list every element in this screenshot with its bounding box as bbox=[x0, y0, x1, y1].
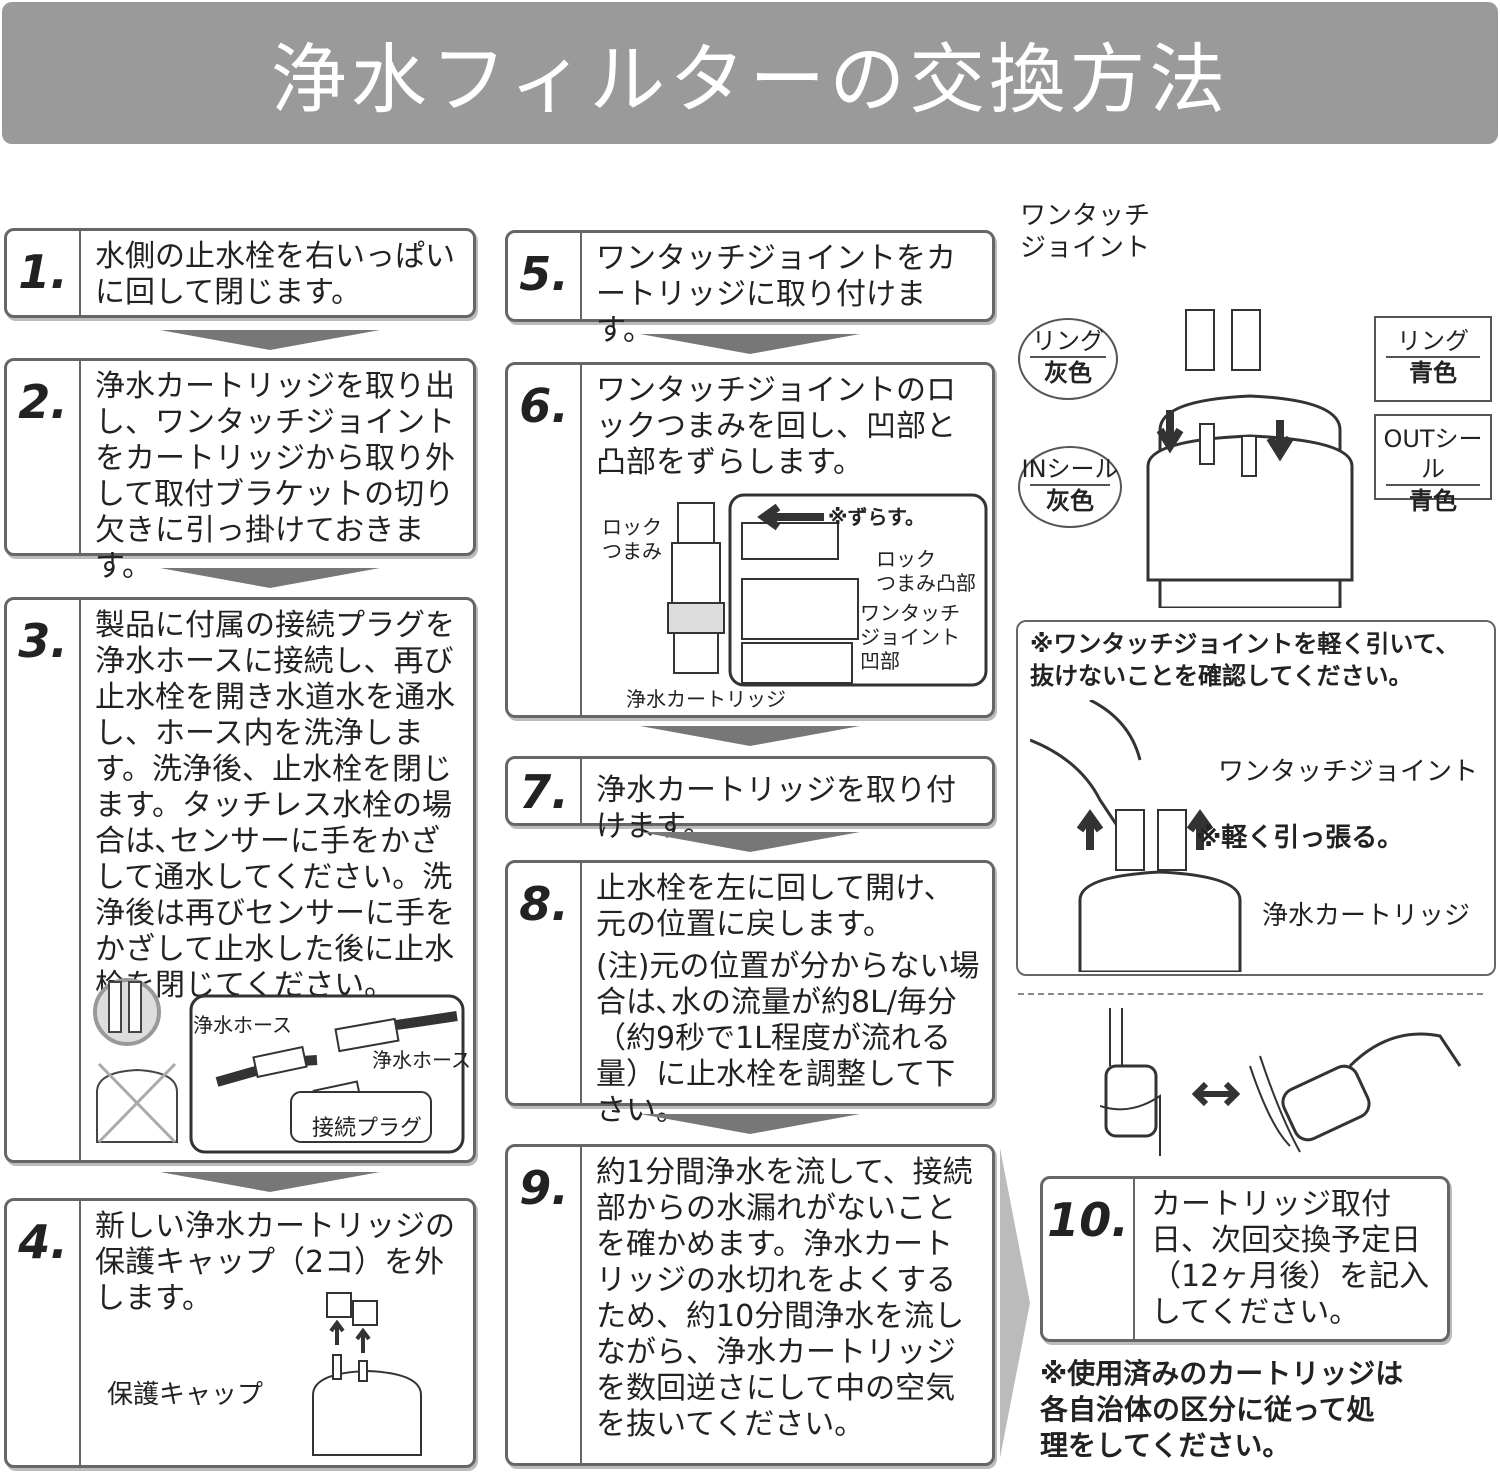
step-text: 製品に付属の接続プラグを浄水ホースに接続し、再び止水栓を開き水道水を通水し、ホー… bbox=[95, 608, 455, 1003]
cap-label: 保護キャップ bbox=[107, 1380, 264, 1410]
step-number: 4. bbox=[7, 1201, 81, 1465]
down-arrow-icon bbox=[160, 568, 380, 588]
joint-label: ワンタッチ ジョイント bbox=[1020, 201, 1151, 263]
out-seal-color: 青色 bbox=[1386, 484, 1480, 516]
in-seal-color: 灰色 bbox=[1030, 484, 1110, 516]
right-arrow-icon bbox=[1000, 1148, 1030, 1458]
divider bbox=[1018, 993, 1483, 995]
plug-label: 接続プラグ bbox=[312, 1116, 423, 1141]
lock-knob-illustration bbox=[667, 493, 988, 687]
joint-check-panel: ※ワンタッチジョイントを軽く引いて、 抜けないことを確認してください。 ワンタッ… bbox=[1016, 620, 1496, 976]
ring-blue-tag: リング 青色 bbox=[1374, 316, 1492, 402]
step-4: 4. 新しい浄水カートリッジの保護キャップ（2コ）を外します。 保護キャップ bbox=[4, 1198, 476, 1468]
down-arrow-icon bbox=[160, 330, 380, 350]
in-seal-title: INシール bbox=[1021, 455, 1119, 483]
step-number: 3. bbox=[7, 600, 81, 1160]
ring-blue-color: 青色 bbox=[1386, 356, 1480, 388]
pull-label: ※軽く引っ張る。 bbox=[1196, 823, 1404, 853]
step-number: 7. bbox=[508, 759, 582, 823]
step-8: 8. 止水栓を左に回して開け、元の位置に戻します。 (注)元の位置が分からない場… bbox=[505, 860, 995, 1128]
hose-label-left: 浄水ホース bbox=[193, 1013, 292, 1037]
hose-label-right: 浄水ホース bbox=[372, 1048, 471, 1072]
in-seal-tag: INシール 灰色 bbox=[1018, 446, 1122, 528]
step-number: 1. bbox=[7, 231, 81, 315]
lock-knob-label: ロック つまみ bbox=[602, 515, 662, 563]
ring-gray-color: 灰色 bbox=[1030, 356, 1106, 388]
step-number: 6. bbox=[508, 365, 582, 715]
step-3: 3. 製品に付属の接続プラグを浄水ホースに接続し、再び止水栓を開き水道水を通水し… bbox=[4, 597, 476, 1163]
step-number: 5. bbox=[508, 233, 582, 319]
joint-concave-label: ワンタッチ ジョイント 凹部 bbox=[860, 601, 960, 673]
step-text: カートリッジ取付日、次回交換予定日（12ヶ月後）を記入してください。 bbox=[1151, 1187, 1430, 1330]
step-2: 2. 浄水カートリッジを取り出し、ワンタッチジョイントをカートリッジから取り外し… bbox=[4, 358, 476, 584]
lock-knob-convex-label: ロック つまみ凸部 bbox=[876, 547, 976, 595]
cartridge-label: 浄水カートリッジ bbox=[626, 687, 786, 711]
step-text: ワンタッチジョイントのロックつまみを回し、凹部と凸部をずらします。 bbox=[596, 373, 956, 480]
down-arrow-icon bbox=[640, 832, 860, 852]
step-text: 浄水カートリッジを取り付けます。 bbox=[596, 773, 956, 844]
down-arrow-icon bbox=[160, 1172, 380, 1192]
ring-blue-title: リング bbox=[1397, 327, 1469, 355]
step-6: 6. ワンタッチジョイントのロックつまみを回し、凹部と凸部をずらします。 ロック… bbox=[505, 362, 995, 718]
step-text: 新しい浄水カートリッジの保護キャップ（2コ）を外します。 bbox=[95, 1209, 455, 1316]
step-text: 止水栓を左に回して開け、元の位置に戻します。 bbox=[596, 871, 954, 942]
protective-cap-illustration bbox=[312, 1292, 422, 1456]
step-7: 7. 浄水カートリッジを取り付けます。 bbox=[505, 756, 995, 844]
step-1: 1. 水側の止水栓を右いっぱいに回して閉じます。 bbox=[4, 228, 476, 318]
step-note: (注)元の位置が分からない場合は､水の流量が約8L/毎分（約9秒で1L程度が流れ… bbox=[596, 949, 980, 1128]
out-seal-tag: OUTシール 青色 bbox=[1374, 414, 1492, 515]
hose-connection-illustration bbox=[93, 978, 465, 1154]
out-seal-title: OUTシール bbox=[1383, 425, 1483, 483]
invert-cartridge-illustration bbox=[1100, 1008, 1462, 1156]
step-10: 10. カートリッジ取付日、次回交換予定日（12ヶ月後）を記入してください。 bbox=[1040, 1176, 1450, 1342]
step-text: 浄水カートリッジを取り出し、ワンタッチジョイントをカートリッジから取り外して取付… bbox=[95, 369, 455, 584]
cartridge-label-2: 浄水カートリッジ bbox=[1262, 901, 1471, 931]
step-text: 水側の止水栓を右いっぱいに回して閉じます。 bbox=[95, 239, 455, 310]
step-number: 8. bbox=[508, 863, 582, 1103]
title-banner: 浄水フィルターの交換方法 bbox=[2, 2, 1498, 144]
down-arrow-icon bbox=[640, 1114, 860, 1134]
down-arrow-icon bbox=[640, 726, 860, 746]
ring-gray-tag: リング 灰色 bbox=[1018, 318, 1118, 400]
joint-label-2: ワンタッチジョイント bbox=[1218, 757, 1479, 787]
shift-label: ※ずらす。 bbox=[828, 505, 926, 529]
step-number: 2. bbox=[7, 361, 81, 553]
joint-check-note: ※ワンタッチジョイントを軽く引いて、 抜けないことを確認してください。 bbox=[1030, 630, 1460, 690]
page-title: 浄水フィルターの交換方法 bbox=[270, 35, 1230, 124]
cartridge-top-illustration bbox=[1146, 309, 1354, 608]
step-number: 10. bbox=[1043, 1179, 1135, 1339]
disposal-note: ※使用済みのカートリッジは 各自治体の区分に従って処 理をしてください。 bbox=[1040, 1357, 1404, 1462]
down-arrow-icon bbox=[640, 334, 860, 354]
step-text: 約1分間浄水を流して、接続部からの水漏れがないことを確かめます。浄水カートリッジ… bbox=[596, 1155, 973, 1442]
step-text: ワンタッチジョイントをカートリッジに取り付けます。 bbox=[596, 241, 956, 348]
ring-gray-title: リング bbox=[1032, 327, 1104, 355]
pull-check-illustration bbox=[1030, 700, 1242, 972]
step-number: 9. bbox=[508, 1147, 582, 1463]
step-5: 5. ワンタッチジョイントをカートリッジに取り付けます。 bbox=[505, 230, 995, 348]
step-9: 9. 約1分間浄水を流して、接続部からの水漏れがないことを確かめます。浄水カート… bbox=[505, 1144, 995, 1466]
